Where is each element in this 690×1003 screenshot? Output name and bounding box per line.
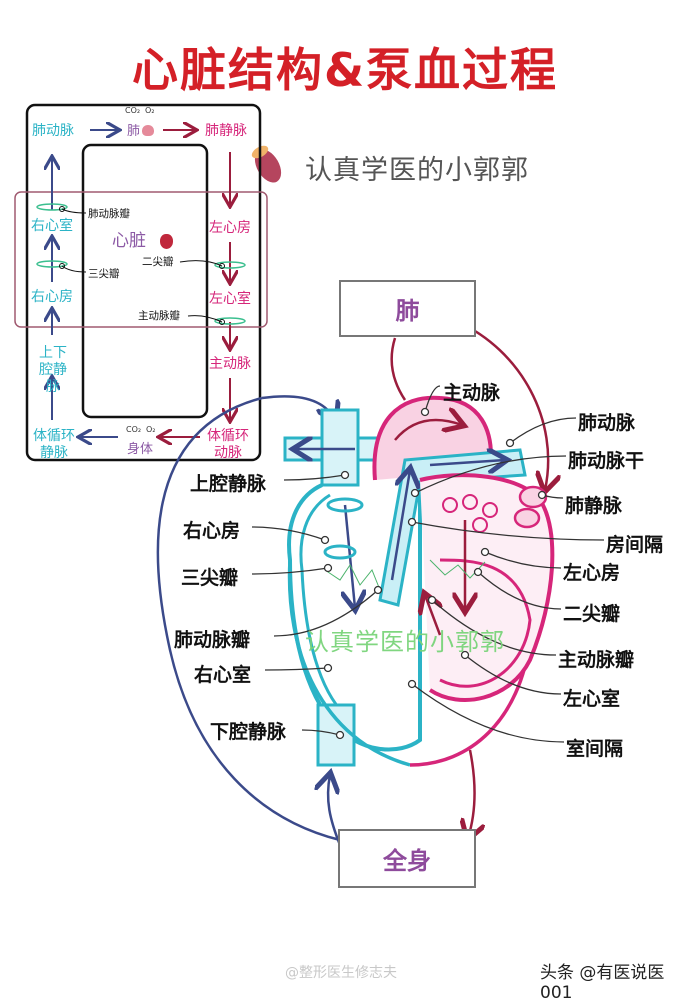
- toutiao-credit: 头条 @有医说医001: [540, 963, 665, 1003]
- label-pulmonary-valve: 肺动脉瓣: [174, 629, 251, 651]
- label-right-ventricle: 右心室: [194, 664, 252, 686]
- leader-line: [411, 683, 565, 743]
- leader-line: [264, 667, 329, 671]
- leader-line: [464, 654, 562, 695]
- leader-anchor: [420, 407, 430, 417]
- leader-line: [414, 455, 567, 494]
- leader-anchor: [373, 585, 383, 595]
- label-left-ventricle: 左心室: [563, 688, 621, 710]
- body-box: 全身: [338, 829, 476, 888]
- page-title: 心脏结构&泵血过程: [131, 43, 559, 97]
- leader-anchor: [407, 517, 417, 527]
- flow-pulmonary-artery: 肺动脉: [32, 123, 74, 139]
- leader-anchor: [335, 730, 345, 740]
- leader-anchor: [323, 563, 333, 573]
- lung-box: 肺: [339, 280, 476, 337]
- leader-anchor: [323, 663, 333, 673]
- leader-line: [251, 567, 329, 575]
- label-pulmonary-vein: 肺静脉: [565, 495, 623, 517]
- leader-line: [431, 599, 557, 656]
- leader-anchor: [473, 567, 483, 577]
- flow-systemic-artery: 体循环动脉: [207, 428, 249, 461]
- body-o2: O₂: [146, 425, 156, 434]
- leader-line: [411, 521, 605, 541]
- lung-co2: CO₂: [125, 106, 141, 115]
- flow-heart: 心脏: [112, 231, 146, 251]
- valve-mitral: 二尖瓣: [142, 256, 174, 268]
- leader-line: [509, 417, 577, 444]
- flow-body: 身体: [127, 442, 154, 457]
- valve-tricuspid: 三尖瓣: [88, 268, 120, 280]
- leader-anchor: [427, 595, 437, 605]
- flow-left-atrium: 左心房: [209, 220, 251, 236]
- leader-anchor: [537, 490, 547, 500]
- leader-line: [424, 385, 441, 413]
- label-right-atrium: 右心房: [183, 520, 241, 542]
- flow-right-ventricle: 右心室: [31, 218, 73, 234]
- flow-vena-cava: 上下腔静脉: [39, 345, 67, 395]
- weibo-watermark: @整形医生修志夫: [285, 965, 397, 981]
- author-name: 认真学医的小郭郭: [305, 155, 529, 186]
- leader-line: [283, 474, 346, 481]
- label-ventricular-septum: 室间隔: [566, 738, 624, 760]
- label-left-atrium: 左心房: [563, 562, 621, 584]
- leader-anchor: [480, 547, 490, 557]
- leader-line: [477, 571, 562, 610]
- author-watermark: 认真学医的小郭郭: [305, 628, 505, 656]
- leader-line: [251, 526, 326, 541]
- lung-o2: O₂: [145, 106, 155, 115]
- flow-pulmonary-vein: 肺静脉: [205, 123, 247, 139]
- valve-pulmonary: 肺动脉瓣: [88, 208, 130, 220]
- flow-lung: 肺: [127, 124, 141, 139]
- label-pulmonary-trunk: 肺动脉干: [568, 450, 645, 472]
- valve-aortic: 主动脉瓣: [138, 310, 180, 322]
- leader-line: [484, 551, 562, 569]
- leader-anchor: [320, 535, 330, 545]
- flow-systemic-vein: 体循环静脉: [33, 428, 75, 461]
- label-aorta: 主动脉: [443, 382, 501, 404]
- sweet-potato-icon: [248, 142, 288, 190]
- lung-icon: [142, 125, 154, 136]
- label-inferior-vena-cava: 下腔静脉: [210, 721, 287, 743]
- leader-line: [273, 589, 379, 637]
- leader-anchor: [505, 438, 515, 448]
- label-tricuspid-valve: 三尖瓣: [181, 567, 239, 589]
- leader-anchor: [460, 650, 470, 660]
- leader-anchor: [407, 679, 417, 689]
- label-pulmonary-artery: 肺动脉: [578, 412, 636, 434]
- label-superior-vena-cava: 上腔静脉: [190, 473, 267, 495]
- leader-anchor: [340, 470, 350, 480]
- label-mitral-valve: 二尖瓣: [563, 603, 621, 625]
- heart-icon: [160, 234, 173, 249]
- flow-right-atrium: 右心房: [31, 289, 73, 305]
- leader-anchor: [410, 488, 420, 498]
- label-atrial-septum: 房间隔: [606, 534, 664, 556]
- flow-aorta: 主动脉: [209, 356, 251, 372]
- flow-left-ventricle: 左心室: [209, 291, 251, 307]
- body-co2: CO₂: [126, 425, 142, 434]
- label-aortic-valve: 主动脉瓣: [558, 649, 635, 671]
